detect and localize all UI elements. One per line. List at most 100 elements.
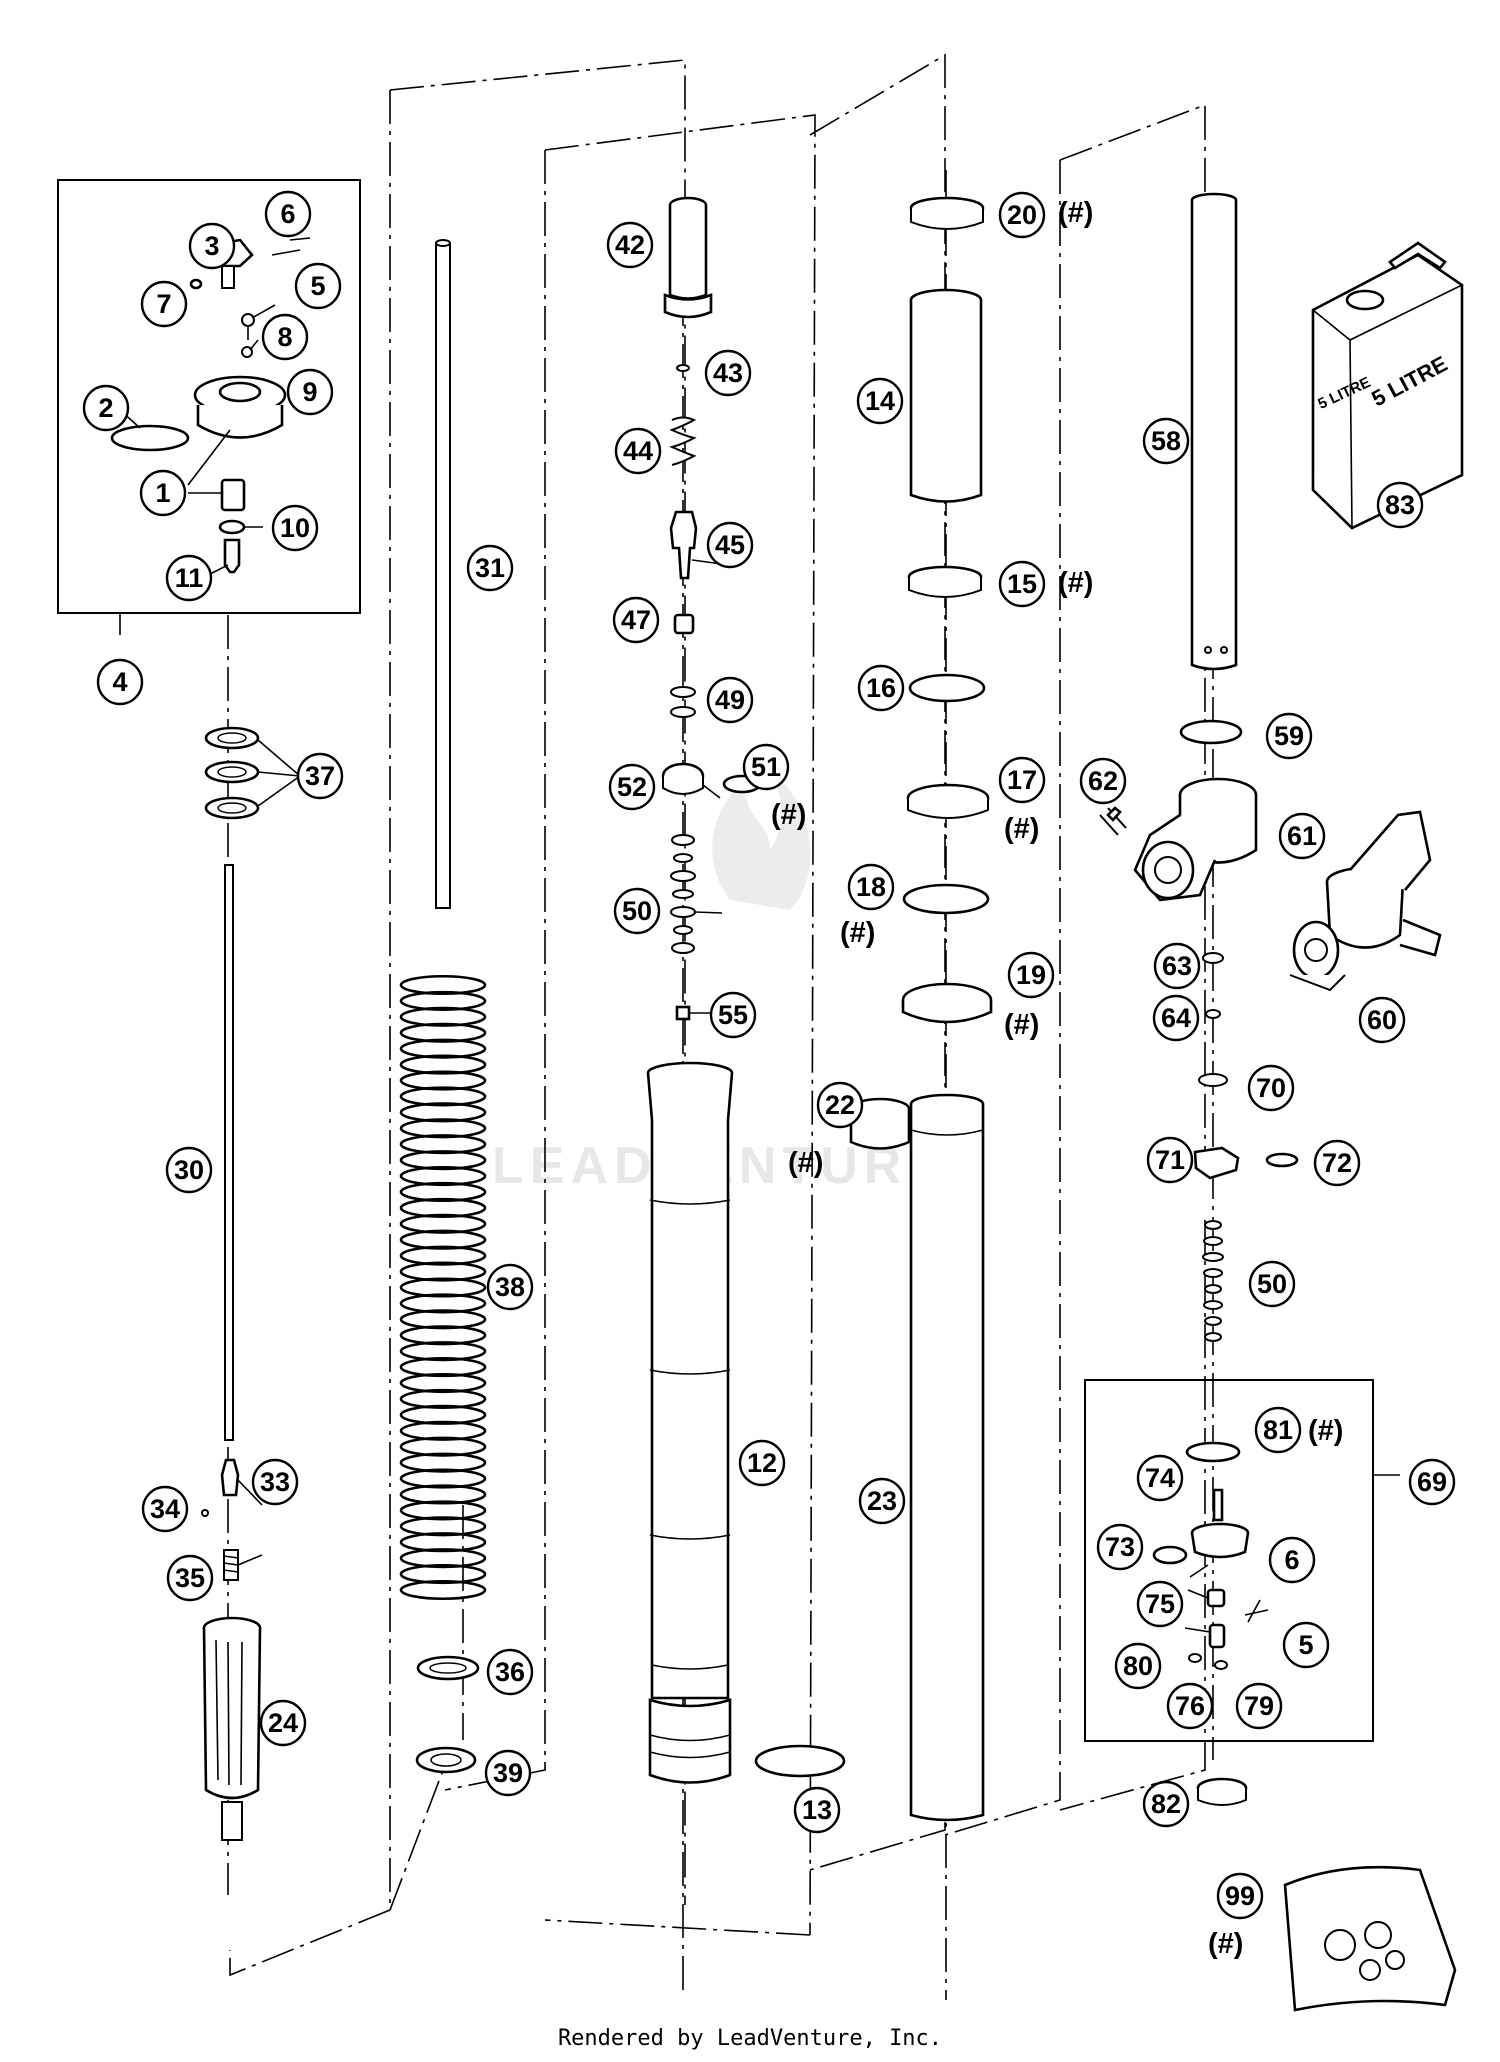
hash-mark-22: (#) (788, 1147, 823, 1179)
callout-number: 64 (1161, 1003, 1191, 1033)
spring-coil (399, 1070, 487, 1091)
callout-circle (466, 544, 514, 592)
callout-75: 75 (1136, 1580, 1184, 1628)
spring-coil (399, 1468, 487, 1489)
callout-number: 37 (305, 761, 335, 791)
callout-2: 2 (82, 384, 130, 432)
callout-circle (264, 190, 312, 238)
callout-62: 62 (1079, 757, 1127, 805)
callout-circle (1235, 1682, 1283, 1730)
callout-number: 2 (98, 393, 113, 423)
callout-circle (613, 887, 661, 935)
spring-coil (399, 1372, 487, 1394)
callout-22: 22 (816, 1081, 864, 1129)
callout-number: 30 (174, 1155, 204, 1185)
callout-70: 70 (1247, 1064, 1295, 1112)
callout-number: 81 (1263, 1415, 1293, 1445)
callout-47: 47 (612, 596, 660, 644)
callout-number: 52 (617, 772, 647, 802)
callout-number: 74 (1145, 1463, 1175, 1493)
footer-credit: Rendered by LeadVenture, Inc. (557, 2026, 943, 2051)
callout-circle (96, 658, 144, 706)
callout-number: 14 (865, 386, 895, 416)
callout-circle (1265, 712, 1313, 760)
callout-circle (486, 1263, 534, 1311)
callout-circle (259, 1699, 307, 1747)
callout-circle (1313, 1139, 1361, 1187)
callout-13: 13 (793, 1786, 841, 1834)
callout-35: 35 (166, 1554, 214, 1602)
callout-circle (271, 504, 319, 552)
callout-circle (165, 1146, 213, 1194)
callout-number: 18 (856, 872, 886, 902)
callout-number: 8 (277, 322, 292, 352)
callout-circle (1216, 1872, 1264, 1920)
callout-circle (1408, 1458, 1456, 1506)
callout-number: 50 (1257, 1269, 1287, 1299)
callout-64: 64 (1152, 994, 1200, 1042)
spring-coil (399, 1229, 487, 1250)
callout-circle (706, 521, 754, 569)
callout-number: 55 (718, 1000, 748, 1030)
callout-16: 16 (857, 664, 905, 712)
spring-coil (399, 1516, 487, 1537)
axle-clamp-assembly (1084, 192, 1442, 1806)
callout-number: 79 (1244, 1691, 1274, 1721)
callout-number: 83 (1385, 490, 1415, 520)
callout-number: 15 (1007, 569, 1037, 599)
callout-circle (1007, 951, 1055, 999)
hash-mark-51: (#) (771, 799, 806, 831)
callout-circle (847, 863, 895, 911)
callout-74: 74 (1136, 1454, 1184, 1502)
callout-circle (706, 676, 754, 724)
callout-number: 19 (1016, 960, 1046, 990)
callout-circle (608, 763, 656, 811)
callout-circle (188, 222, 236, 270)
callout-circle (1268, 1536, 1316, 1584)
callout-circle (166, 1554, 214, 1602)
callout-circle (294, 262, 342, 310)
callout-circle (1254, 1406, 1302, 1454)
callout-circle (1278, 812, 1326, 860)
callout-number: 70 (1256, 1073, 1286, 1103)
spring-coil (399, 1102, 487, 1123)
callout-circle (793, 1786, 841, 1834)
callout-24: 24 (259, 1699, 307, 1747)
callout-number: 5 (310, 271, 325, 301)
callout-number: 12 (747, 1448, 777, 1478)
callout-circle (486, 1648, 534, 1696)
callout-11: 11 (165, 554, 213, 602)
callout-1: 1 (139, 469, 187, 517)
callout-39: 39 (484, 1749, 532, 1797)
callout-number: 99 (1225, 1881, 1255, 1911)
spring-38 (399, 974, 487, 1601)
callout-number: 6 (280, 199, 295, 229)
callout-69: 69 (1408, 1458, 1456, 1506)
hash-mark-18: (#) (840, 917, 875, 949)
callout-circle (858, 1477, 906, 1525)
callout-number: 20 (1007, 200, 1037, 230)
spring-coil (399, 1277, 487, 1298)
callout-number: 1 (155, 478, 170, 508)
callout-5a: 5 (294, 262, 342, 310)
callout-circle (261, 313, 309, 361)
spring-coil (399, 1293, 487, 1314)
callout-circle (140, 280, 188, 328)
spring-coil (399, 1118, 487, 1139)
callout-number: 71 (1155, 1145, 1185, 1175)
callout-circle (1146, 1136, 1194, 1184)
callout-20: 20 (998, 191, 1046, 239)
callout-circle (296, 752, 344, 800)
spring-coil (399, 1086, 487, 1107)
callout-52: 52 (608, 763, 656, 811)
callout-circle (1136, 1454, 1184, 1502)
callout-18: 18 (847, 863, 895, 911)
callout-circle (1096, 1523, 1144, 1571)
callout-34: 34 (141, 1485, 189, 1533)
callout-number: 9 (302, 377, 317, 407)
callout-number: 39 (493, 1758, 523, 1788)
callout-72: 72 (1313, 1139, 1361, 1187)
kit-bag-99 (1283, 1865, 1457, 2012)
callout-circle (286, 368, 334, 416)
